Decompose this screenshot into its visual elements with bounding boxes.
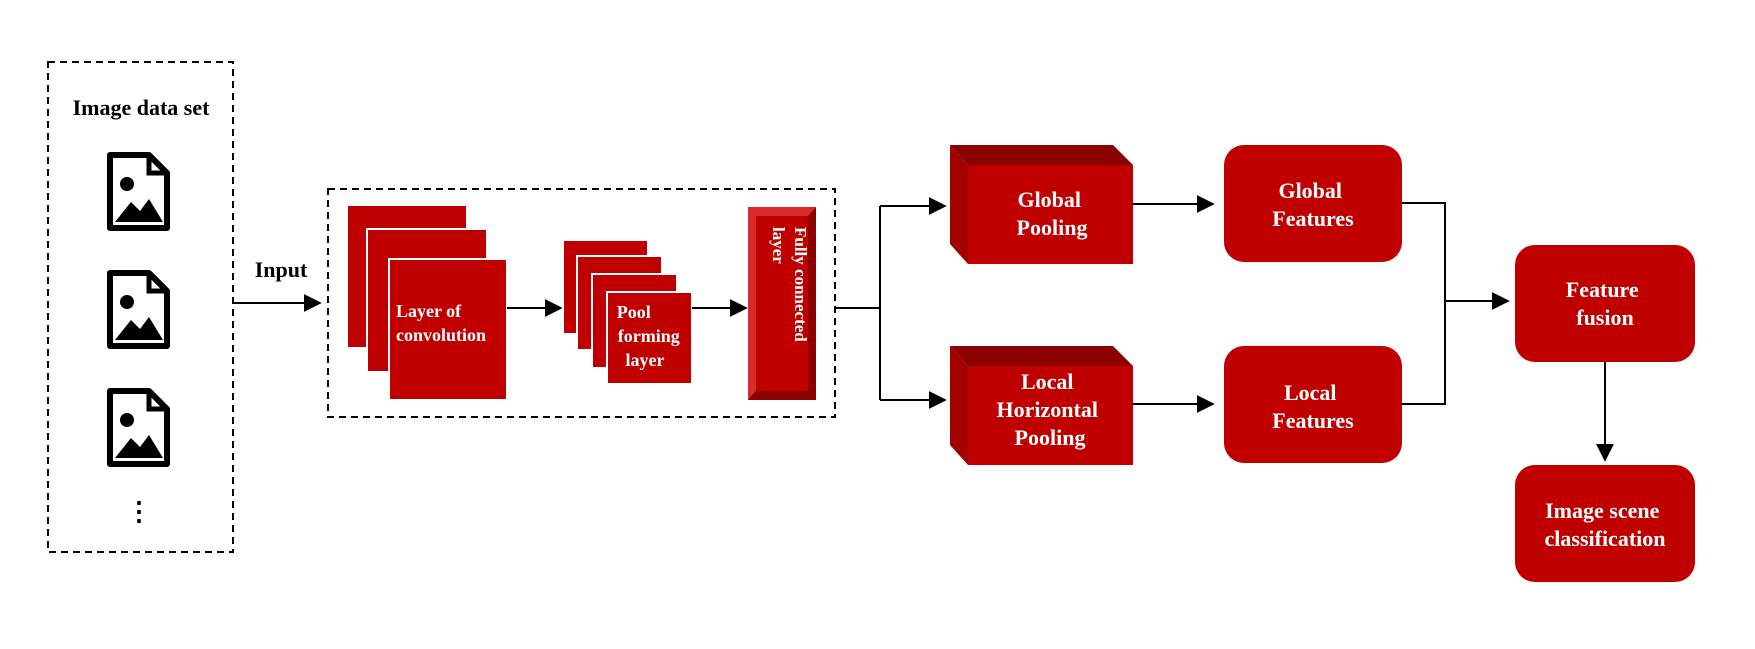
global-pooling-label: Global Pooling: [1017, 187, 1088, 240]
image-scene-classification-label: Image scene classification: [1545, 498, 1666, 551]
local-pooling-label: Local Horizontal Pooling: [997, 369, 1104, 450]
cnn-dashed-border: [327, 188, 836, 418]
fully-connected-label: Fully connected layer: [769, 227, 810, 346]
global-features-box: Global Features: [1224, 145, 1402, 262]
local-features-box: Local Features: [1224, 346, 1402, 463]
local-pooling-box: Local Horizontal Pooling: [950, 346, 1133, 465]
global-features-label: Global Features: [1272, 178, 1354, 231]
dataset-dashed-border: [47, 61, 234, 553]
cnn-block: Layer of convolution Pool forming layer …: [327, 188, 836, 418]
conv-layer-sheet: [388, 258, 508, 401]
image-dataset-panel: Image data set ⋮: [47, 61, 234, 553]
pool-layer-label: Pool forming layer: [617, 302, 685, 370]
image-file-icon: [110, 391, 167, 464]
feature-fusion-label: Feature fusion: [1566, 277, 1644, 330]
fully-connected-layer: Fully connected layer: [748, 207, 816, 400]
local-features-label: Local Features: [1272, 380, 1354, 433]
image-file-icon: [110, 273, 167, 346]
dataset-title: Image data set: [73, 95, 211, 120]
pool-layer-sheet: [606, 291, 693, 385]
global-pooling-box: Global Pooling: [950, 145, 1133, 264]
input-label: Input: [255, 257, 308, 282]
dataset-ellipsis: ⋮: [126, 497, 152, 526]
conv-layer-label: Layer of convolution: [396, 301, 486, 345]
merge-connector: [1402, 202, 1446, 405]
image-file-icon: [110, 155, 167, 228]
feature-fusion-box: Feature fusion: [1515, 245, 1695, 362]
image-scene-classification-box: Image scene classification: [1515, 465, 1695, 582]
